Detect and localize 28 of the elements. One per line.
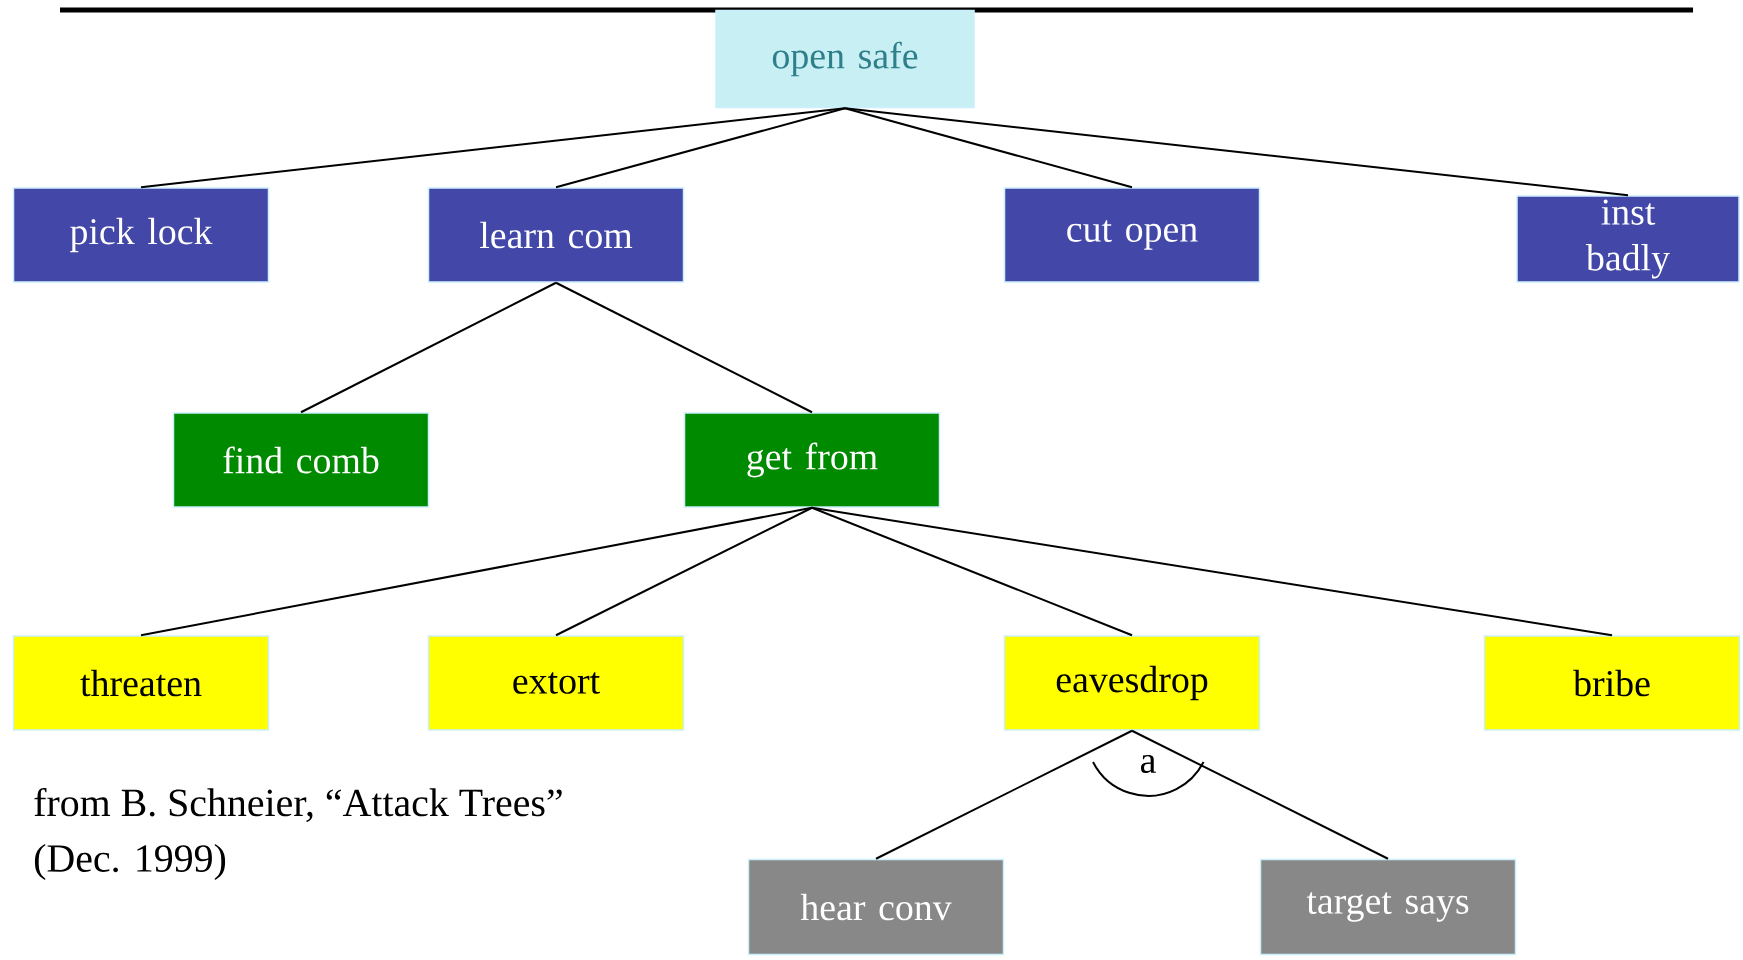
attack-box: get from [683,412,941,508]
tree-line [811,506,1613,637]
and-label: a [1140,754,1156,774]
tree-line [844,107,1133,189]
attack-box: inst badly [1516,195,1740,283]
attack-box: eavesdrop [1003,635,1261,731]
tree-line [844,107,1629,197]
tree-line [811,506,1133,637]
tree-line [555,107,846,189]
attack-box: find comb [172,412,430,508]
tree-line [1131,729,1389,860]
attack-box: cut open [1003,187,1261,283]
tree-line [555,506,813,637]
tree-line [140,107,846,189]
attack-box: pick lock [12,187,270,283]
attack-box: bribe [1483,635,1741,731]
attack-box: threaten [12,635,270,731]
attack-box: learn com [427,187,685,283]
attack-box: hear conv [747,858,1005,956]
attack-box: target says [1259,858,1517,956]
attack-box: extort [427,635,685,731]
attack-box: open safe [715,9,975,109]
tree-line [555,281,813,414]
tree-line [140,506,813,637]
tree-line [875,729,1133,860]
citation-text: from B. Schneier, “Attack Trees” [34,787,562,823]
citation-text: (Dec. 1999) [34,843,226,881]
tree-line [300,281,557,414]
